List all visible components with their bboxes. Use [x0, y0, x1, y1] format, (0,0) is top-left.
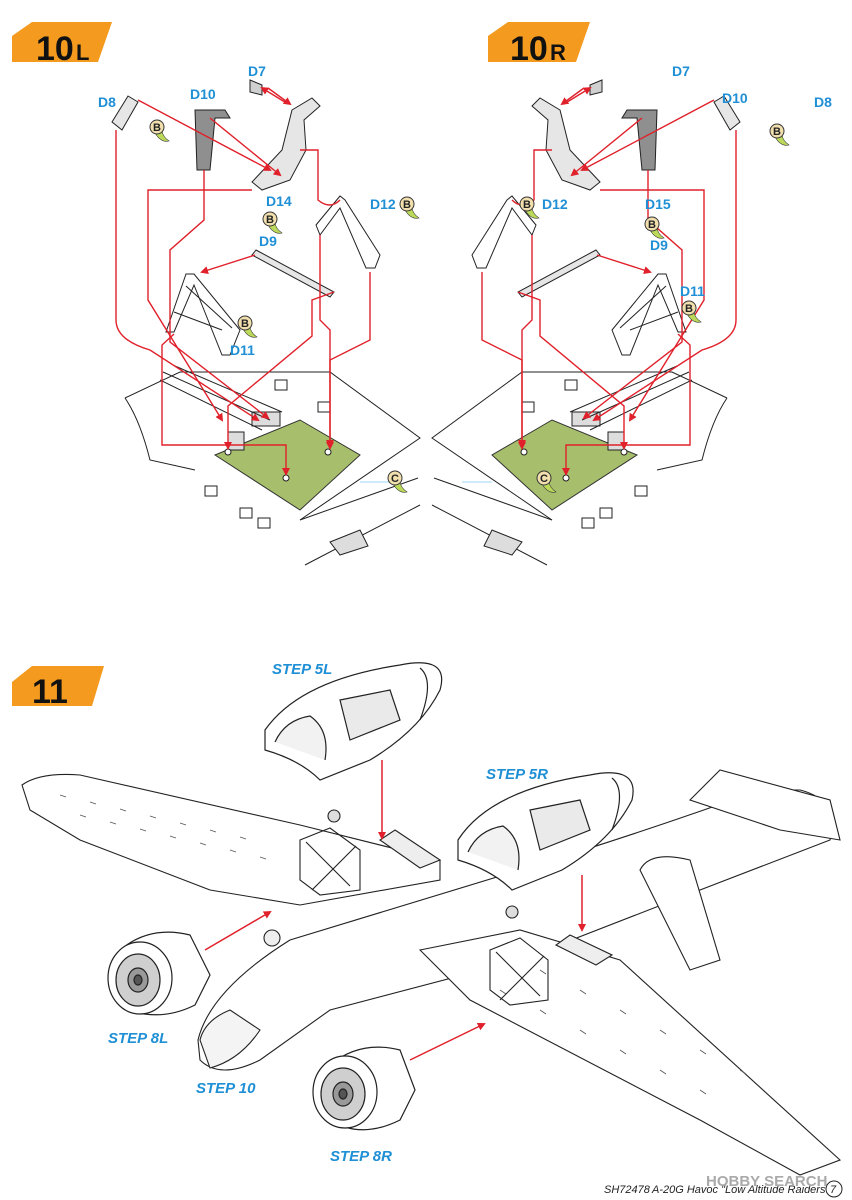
- part-d8-left: [111, 95, 139, 131]
- part-d11-left: [165, 273, 241, 356]
- label-d14-left: D14: [266, 193, 292, 209]
- footer-title: A-20G Havoc "Low Altitude Raiders": [651, 1184, 830, 1196]
- step-10r-cockpit-floor: [431, 365, 728, 566]
- color-ref-b-6: B: [519, 196, 540, 219]
- label-d7-left: D7: [248, 63, 266, 79]
- left-wing: [21, 773, 441, 906]
- svg-text:B: B: [648, 219, 656, 231]
- fin: [639, 856, 721, 971]
- page-number-circle: [825, 1180, 843, 1198]
- color-ref-b-7: B: [644, 216, 665, 239]
- floor-panel-green-left: [213, 419, 361, 511]
- label-d10-left: D10: [190, 86, 216, 102]
- label-d8-left: D8: [98, 94, 116, 110]
- color-ref-c-right: C: [536, 470, 557, 493]
- svg-text:B: B: [685, 303, 693, 315]
- step-8r-engine: [312, 1046, 416, 1131]
- part-d12-right: [471, 195, 537, 269]
- part-d12-left: [315, 195, 381, 269]
- aircraft-drawing: [21, 769, 842, 1176]
- svg-text:C: C: [540, 473, 548, 485]
- svg-text:B: B: [523, 199, 531, 211]
- step-11-number: 11: [32, 673, 68, 711]
- step-10r-parts: [471, 79, 741, 356]
- step-10r-guide-lines: [481, 86, 737, 476]
- part-d9-left: [251, 249, 335, 298]
- color-ref-b-3: B: [399, 196, 420, 219]
- color-ref-b-1: B: [149, 119, 170, 142]
- part-d14-left: [251, 97, 321, 191]
- label-d12-right: D12: [542, 196, 568, 212]
- part-d15-right: [531, 97, 601, 191]
- label-d15-right: D15: [645, 196, 671, 212]
- svg-text:B: B: [241, 318, 249, 330]
- svg-text:B: B: [153, 122, 161, 134]
- svg-text:B: B: [266, 214, 274, 226]
- color-ref-b-5: B: [769, 123, 790, 146]
- nose-glazing: [199, 1009, 261, 1069]
- watermark: HOBBY SEARCH: [706, 1173, 827, 1190]
- label-step-5l: STEP 5L: [272, 661, 332, 678]
- label-d11-left: D11: [230, 342, 255, 358]
- step-10l-number: 10: [36, 30, 74, 68]
- right-mount-frame: [489, 937, 549, 1006]
- step-10l-cockpit-floor: [124, 365, 421, 566]
- svg-text:B: B: [773, 126, 781, 138]
- label-d9-right: D9: [650, 237, 668, 253]
- step-10l-badge: 10 L: [12, 22, 112, 68]
- label-d11-right: D11: [680, 283, 705, 299]
- tailplane: [688, 769, 841, 841]
- floor-panel-green-right: [491, 419, 639, 511]
- label-d12-left: D12: [370, 196, 396, 212]
- color-ref-b-8: B: [681, 300, 702, 323]
- step-10r-panel: 10 R: [431, 22, 832, 566]
- label-d10-right: D10: [722, 90, 748, 106]
- label-d7-right: D7: [672, 63, 690, 79]
- right-wing: [418, 929, 842, 1176]
- label-step-8r: STEP 8R: [330, 1148, 392, 1165]
- label-step-5r: STEP 5R: [486, 766, 548, 783]
- step-10l-panel: 10 L: [12, 22, 421, 566]
- step-10r-suffix: R: [550, 40, 566, 65]
- svg-text:B: B: [403, 199, 411, 211]
- svg-text:C: C: [391, 473, 399, 485]
- page-number: 7: [830, 1184, 837, 1196]
- step-11-badge: 11: [12, 666, 104, 711]
- step-10l-suffix: L: [76, 40, 89, 65]
- part-d7-left: [249, 79, 263, 96]
- label-d8-right: D8: [814, 94, 832, 110]
- part-d9-right: [517, 249, 601, 298]
- step-5l-nacelle: [264, 662, 443, 781]
- color-ref-b-4: B: [237, 315, 258, 338]
- step-10r-number: 10: [510, 30, 548, 68]
- step-11-panel: 11: [12, 661, 842, 1176]
- step-11-guide-arrows: [204, 760, 586, 1061]
- step-5r-nacelle: [457, 772, 634, 891]
- step-8l-engine: [107, 931, 211, 1016]
- footer: SH72478 A-20G Havoc "Low Altitude Raider…: [604, 1173, 843, 1198]
- left-mount-frame: [299, 827, 361, 896]
- part-d7-right: [589, 79, 603, 96]
- part-d11-right: [611, 273, 687, 356]
- label-d9-left: D9: [259, 233, 277, 249]
- color-ref-c-left: C: [387, 470, 408, 493]
- label-step-8l: STEP 8L: [108, 1030, 168, 1047]
- footer-code: SH72478: [604, 1184, 651, 1196]
- color-ref-b-2: B: [262, 211, 283, 234]
- step-10r-badge: 10 R: [488, 22, 590, 68]
- label-step-10: STEP 10: [196, 1080, 256, 1097]
- part-d8-right: [713, 95, 741, 131]
- step-10l-guide-lines: [115, 86, 371, 476]
